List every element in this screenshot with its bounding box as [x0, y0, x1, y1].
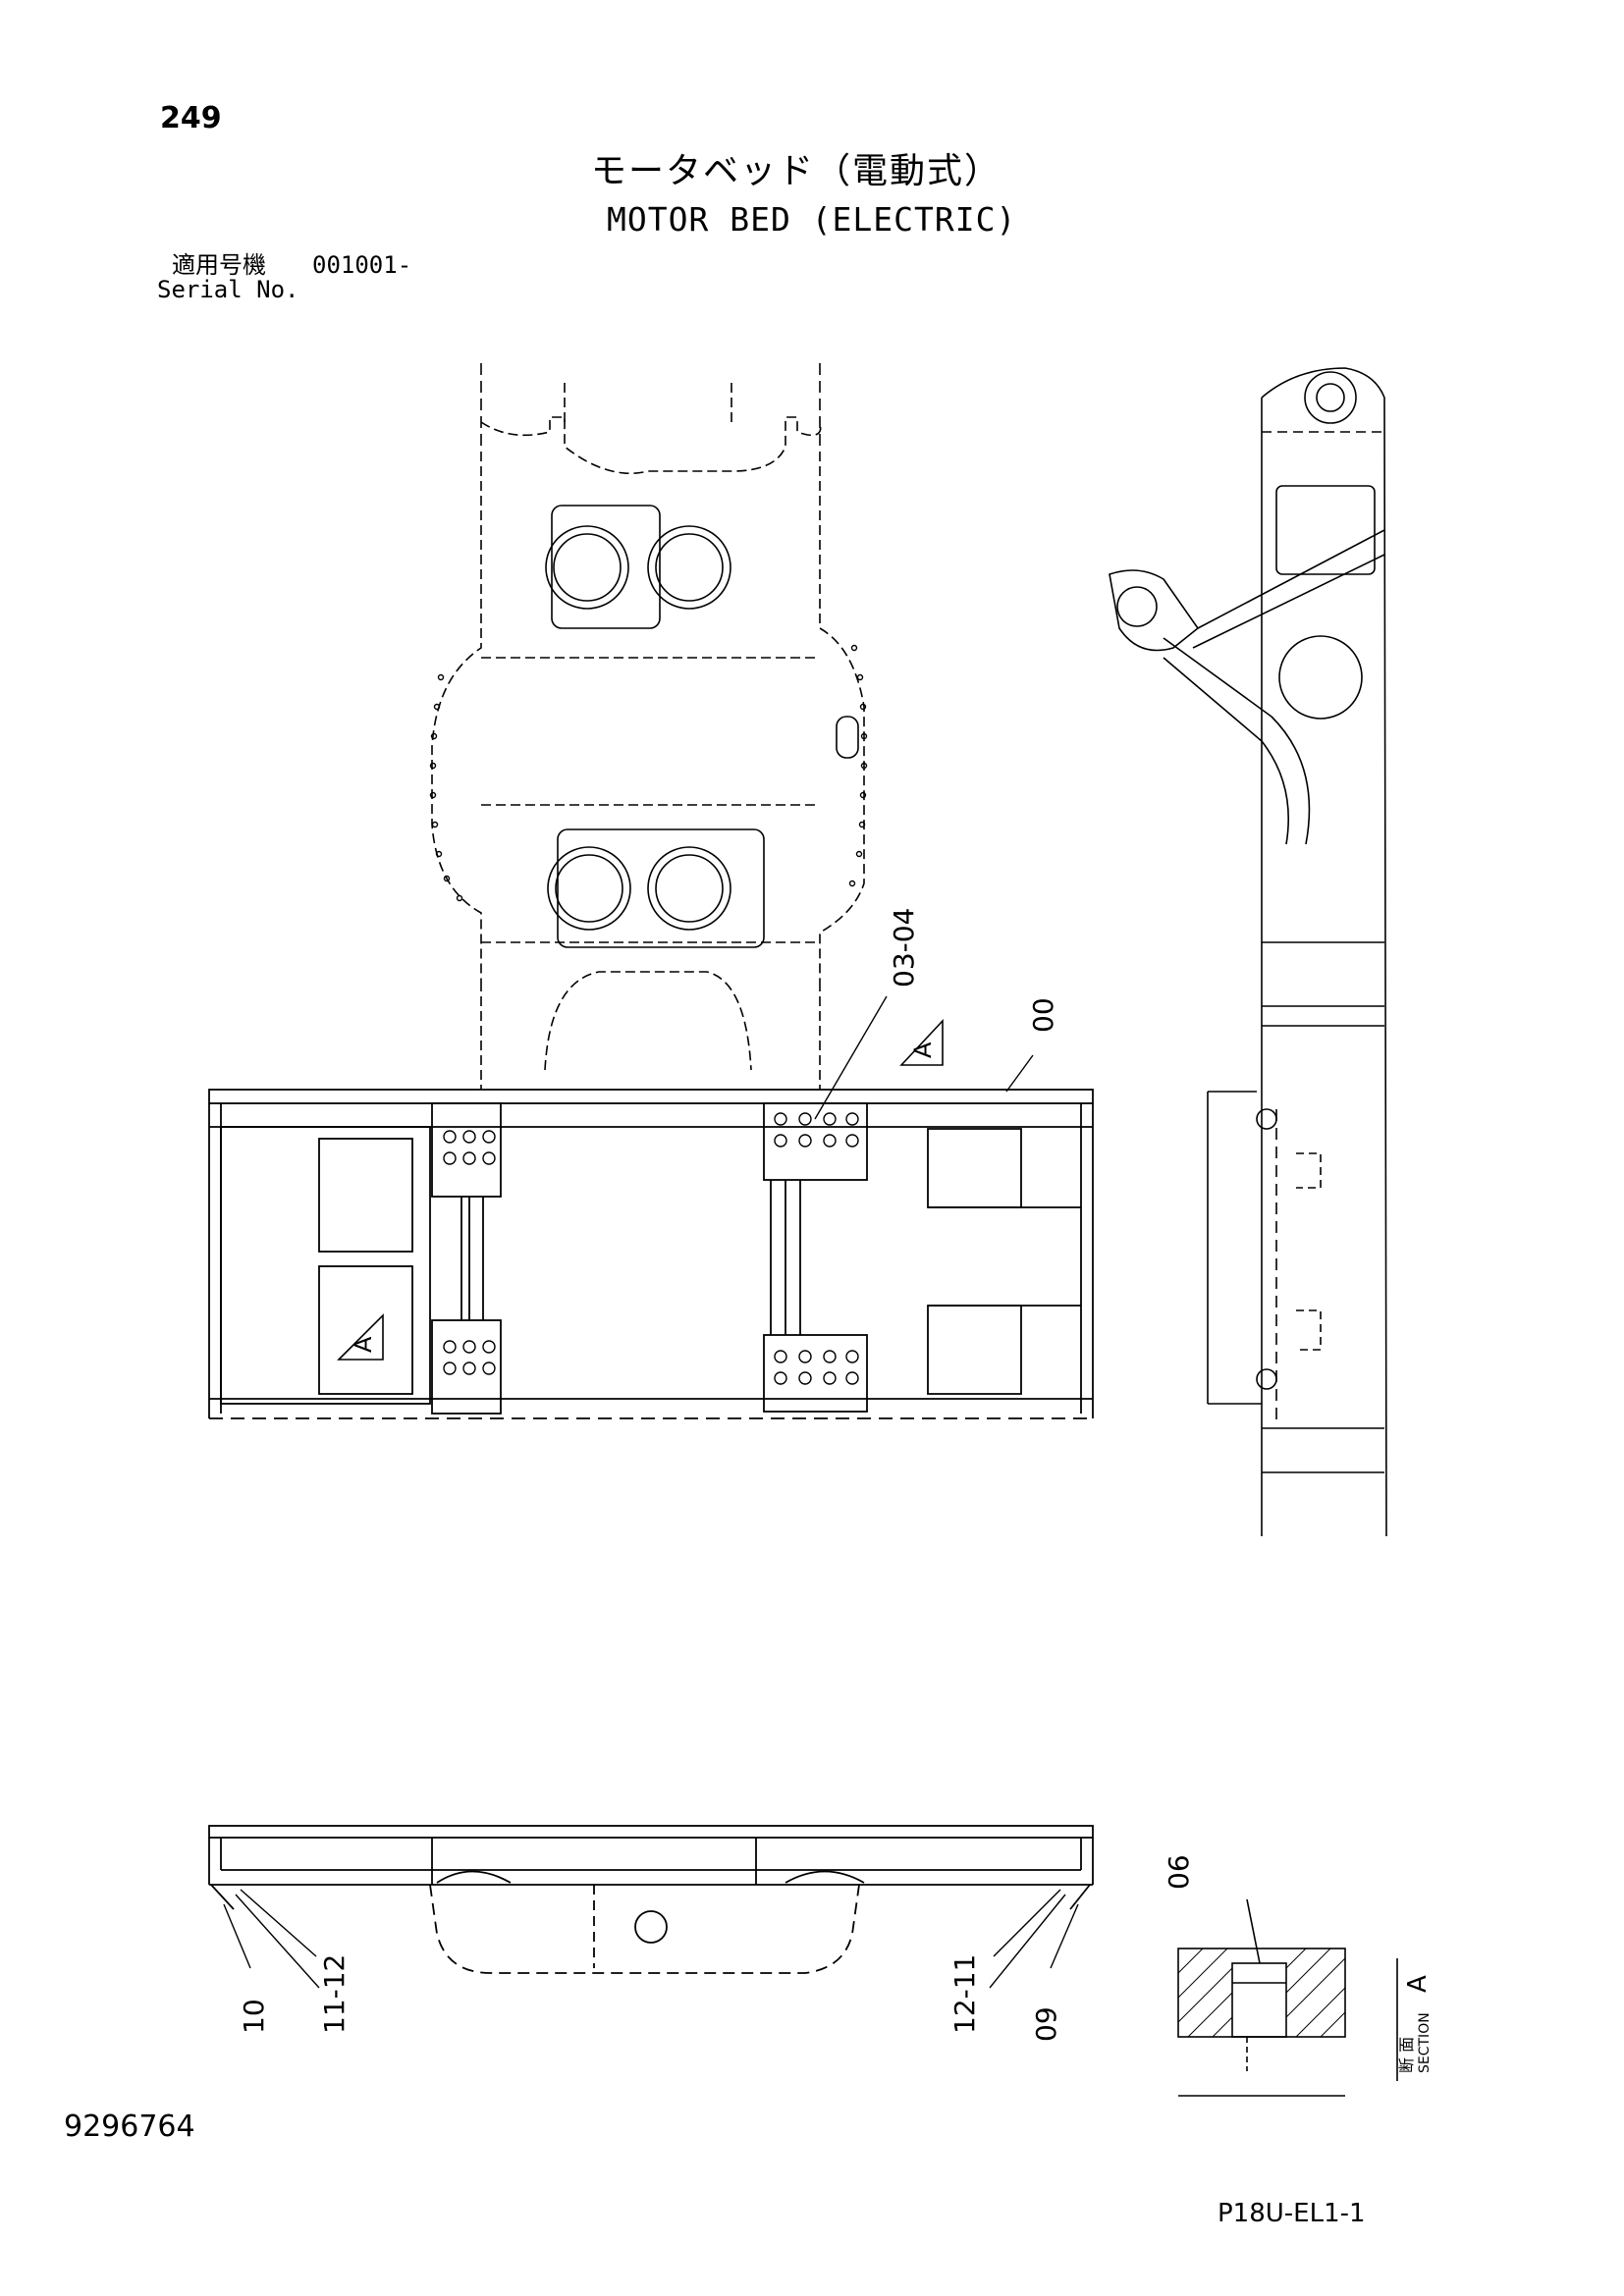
- section-marker-letter-left: A: [350, 1336, 377, 1353]
- section-label-japanese: 断 面: [1397, 2037, 1416, 2073]
- side-elevation-view: [1109, 367, 1387, 1537]
- upper-body-bolt-holes: [429, 644, 868, 902]
- callout-11-12-left: 11-12: [318, 1954, 351, 2034]
- front-elevation-view: [208, 1825, 1094, 1974]
- callout-labels: 00 03-04 06 09 10 11-12 12-11 A A 断 面 SE…: [238, 908, 1433, 2073]
- section-label-letter: A: [1403, 1975, 1433, 1993]
- title-english: MOTOR BED (ELECTRIC): [607, 200, 1017, 239]
- front-elevation-leaders: [223, 1889, 1079, 1989]
- section-marker-letter-top: A: [909, 1041, 937, 1058]
- serial-value: 001001-: [312, 251, 412, 279]
- callout-03-04: 03-04: [888, 908, 920, 988]
- callout-00: 00: [1027, 997, 1059, 1033]
- serial-label-english: Serial No.: [157, 276, 299, 303]
- page-code: P18U-EL1-1: [1218, 2199, 1366, 2228]
- document-number: 9296764: [64, 2109, 195, 2144]
- callout-09: 09: [1030, 2006, 1062, 2042]
- callout-10: 10: [238, 1999, 270, 2034]
- callout-06: 06: [1163, 1854, 1195, 1890]
- callout-12-11-right: 12-11: [948, 1954, 981, 2034]
- section-marker-triangles: [337, 1018, 944, 1361]
- upper-body-outline: [431, 363, 865, 1090]
- mounting-plate-bolts: [443, 1112, 859, 1385]
- serial-label-japanese: 適用号機: [172, 251, 266, 279]
- section-a-detail: [1177, 1898, 1398, 2097]
- callout-leaders: [814, 995, 1034, 1120]
- motor-bed-frame: [208, 1089, 1094, 1419]
- title-japanese: モータベッド（電動式）: [591, 151, 1002, 191]
- page-number: 249: [160, 101, 222, 135]
- section-label-english: SECTION: [1417, 2012, 1433, 2073]
